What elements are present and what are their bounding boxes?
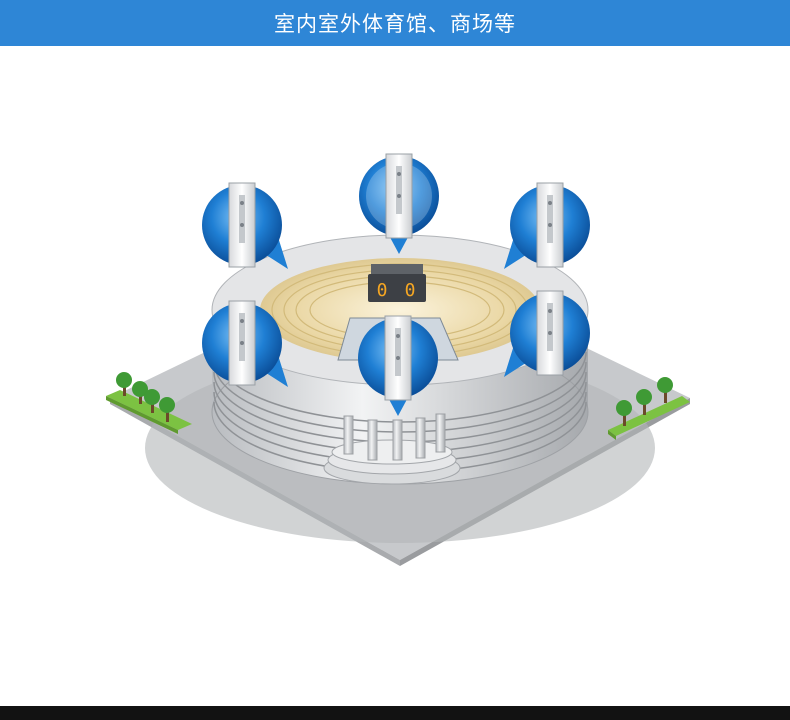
- column-icon: [435, 413, 446, 453]
- column-icon: [415, 417, 426, 459]
- tree-icon: [132, 381, 148, 404]
- access-point-bubble-icon: [202, 300, 288, 387]
- title-banner: 室内室外体育馆、商场等: [0, 0, 790, 46]
- access-point-bubble-icon: [202, 182, 288, 269]
- tree-group-right: [608, 377, 690, 440]
- column-icon: [343, 415, 354, 455]
- scoreboard-left-digit: 0: [377, 280, 388, 301]
- column-icon: [367, 419, 378, 461]
- tree-icon: [616, 400, 632, 426]
- access-point-bubble-icon: [359, 153, 439, 254]
- tree-group-left: [106, 372, 192, 434]
- stadium-illustration: 0 0: [0, 46, 790, 706]
- tree-icon: [657, 377, 673, 403]
- tree-icon: [636, 389, 652, 415]
- page-title: 室内室外体育馆、商场等: [274, 12, 516, 36]
- tree-icon: [144, 389, 160, 413]
- stadium-seating: [260, 258, 540, 362]
- access-point-bubble-icon: [504, 290, 590, 377]
- tree-icon: [159, 397, 175, 422]
- scoreboard-icon: 0 0: [368, 264, 426, 302]
- entrance-portico: [323, 413, 461, 485]
- tree-icon: [116, 372, 132, 396]
- access-point-bubble-icon: [358, 315, 438, 416]
- access-point-bubble-icon: [504, 182, 590, 269]
- bottom-bar: [0, 706, 790, 720]
- column-icon: [392, 419, 403, 461]
- scoreboard-right-digit: 0: [405, 280, 416, 301]
